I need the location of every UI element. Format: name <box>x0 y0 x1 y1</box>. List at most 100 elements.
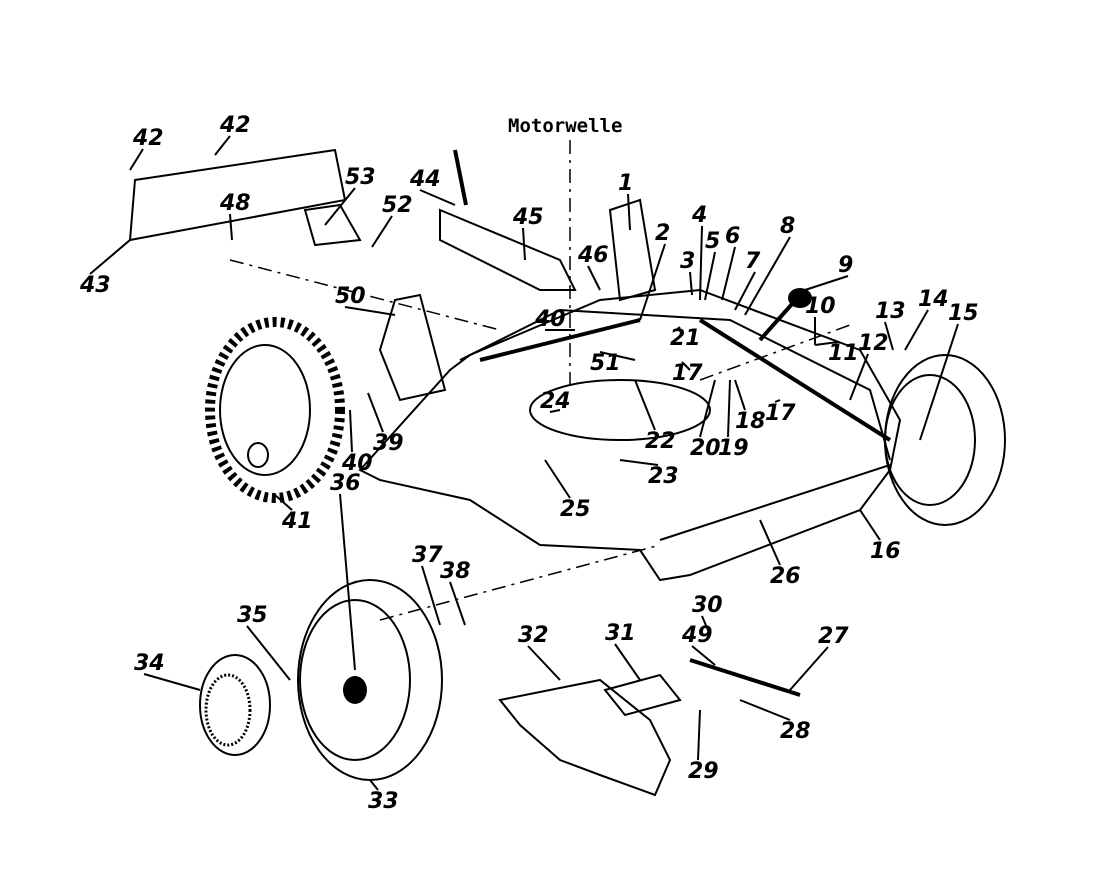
part-label-45: 45 <box>512 205 544 230</box>
leader-line-53 <box>324 187 356 226</box>
mower-deck <box>358 288 902 582</box>
leader-line-14 <box>904 309 929 351</box>
part-label-11: 11 <box>828 341 859 366</box>
leader-line-24 <box>549 409 561 413</box>
leader-line-13 <box>884 321 894 351</box>
leader-line-45 <box>522 227 526 261</box>
leader-line-1 <box>627 193 631 231</box>
part-label-9: 9 <box>838 253 853 278</box>
leader-line-29 <box>697 709 701 761</box>
lever-axis-line <box>699 324 851 381</box>
leader-line-3 <box>689 271 693 296</box>
part-label-39: 39 <box>373 431 404 456</box>
leader-line-6 <box>721 246 736 301</box>
leader-line-51 <box>599 351 636 361</box>
leader-line-8 <box>744 236 791 316</box>
leader-line-50 <box>344 306 396 316</box>
part-label-5: 5 <box>705 229 720 254</box>
part-label-44: 44 <box>409 167 441 192</box>
leader-line-35 <box>246 625 291 681</box>
leader-line-2 <box>639 243 666 321</box>
part-label-40: 40 <box>534 307 566 332</box>
part-label-16: 16 <box>870 539 901 564</box>
leader-line-39 <box>367 392 384 433</box>
leader-line-21 <box>675 326 681 331</box>
part-label-48: 48 <box>219 191 251 216</box>
leader-line-40 <box>349 409 353 453</box>
part-label-33: 33 <box>368 789 399 814</box>
leader-line-30 <box>701 615 711 636</box>
leader-line-46 <box>587 265 601 291</box>
leader-line-52 <box>371 215 393 248</box>
part-label-41: 41 <box>281 509 313 534</box>
leader-line-37 <box>421 565 441 626</box>
part-label-20: 20 <box>690 436 721 461</box>
diagram-title: Motorwelle <box>508 115 622 137</box>
front-axle-line <box>379 544 661 621</box>
part-label-31: 31 <box>605 621 636 646</box>
part-label-12: 12 <box>858 331 889 356</box>
leader-line-17 <box>774 399 781 403</box>
part-label-43: 43 <box>79 273 111 298</box>
part-label-49: 49 <box>681 623 713 648</box>
part-label-38: 38 <box>440 559 471 584</box>
leader-line-48 <box>229 213 233 241</box>
leader-line-43 <box>89 239 131 275</box>
leader-line-22 <box>634 379 656 431</box>
leader-line-38 <box>449 581 466 626</box>
part-label-15: 15 <box>948 301 979 326</box>
leader-line-41 <box>274 494 293 511</box>
leader-line-12 <box>849 353 869 401</box>
leader-line-23 <box>619 459 659 466</box>
leader-line-9 <box>804 275 849 291</box>
leader-line-20 <box>699 379 716 438</box>
leader-line-5 <box>704 251 716 301</box>
part-label-53: 53 <box>345 165 376 190</box>
part-label-21: 21 <box>670 326 701 351</box>
rear-wheel-right <box>884 354 1006 526</box>
part-label-25: 25 <box>560 497 591 522</box>
leader-line-32 <box>527 645 561 681</box>
part-label-34: 34 <box>134 651 165 676</box>
part-label-35: 35 <box>237 603 268 628</box>
lever-knob <box>758 288 812 342</box>
part-label-37: 37 <box>412 543 443 568</box>
leader-line-34 <box>143 673 201 691</box>
part-label-24: 24 <box>540 389 571 414</box>
front-wheel <box>297 579 443 781</box>
handle-bracket <box>378 198 657 402</box>
part-label-6: 6 <box>725 224 740 249</box>
leader-line-27 <box>789 646 829 691</box>
leader-line-36 <box>339 493 356 671</box>
part-label-7: 7 <box>745 249 761 274</box>
leader-line-44 <box>419 189 456 206</box>
leader-line-42 <box>214 135 231 156</box>
hub-cap <box>199 654 271 756</box>
part-label-8: 8 <box>780 214 795 239</box>
part-label-18: 18 <box>735 409 766 434</box>
part-label-14: 14 <box>918 287 949 312</box>
part-label-4: 4 <box>691 203 707 228</box>
part-label-52: 52 <box>382 193 413 218</box>
rear-axle-line <box>229 259 501 331</box>
part-label-50: 50 <box>335 284 366 309</box>
part-label-2: 2 <box>655 221 670 246</box>
part-label-40: 40 <box>341 451 373 476</box>
leader-line-25 <box>544 459 571 499</box>
leader-line-17 <box>681 361 691 371</box>
part-label-42: 42 <box>132 126 164 151</box>
part-label-1: 1 <box>618 171 633 196</box>
part-label-29: 29 <box>688 759 719 784</box>
leader-line-26 <box>759 519 781 566</box>
part-label-19: 19 <box>718 436 749 461</box>
part-label-17: 17 <box>672 361 703 386</box>
rear-wheel-left <box>205 317 345 503</box>
leader-line-11 <box>814 341 839 346</box>
leader-line-28 <box>739 699 791 721</box>
part-label-22: 22 <box>645 429 676 454</box>
part-label-10: 10 <box>805 294 836 319</box>
part-label-30: 30 <box>692 593 723 618</box>
